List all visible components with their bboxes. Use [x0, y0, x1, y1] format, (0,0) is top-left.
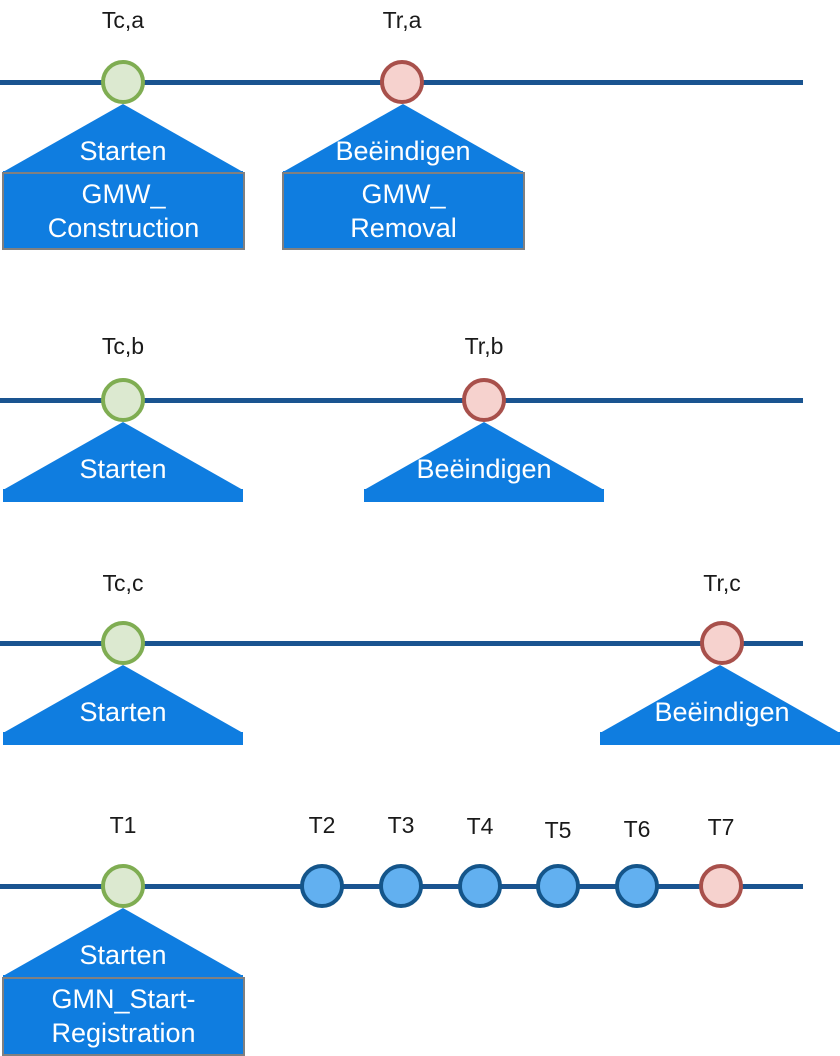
- pennant-body-starten-b: [3, 489, 243, 502]
- pennant-roof-beeindigen-a: [283, 104, 523, 172]
- tick-label-tr-a: Tr,a: [382, 7, 422, 33]
- start-marker-tc-b[interactable]: [101, 378, 145, 422]
- pennant-roof-beeindigen-b: [364, 422, 604, 490]
- mid-marker-t2[interactable]: [300, 864, 344, 908]
- object-box-gmw-construction[interactable]: GMW_ Construction: [2, 172, 245, 250]
- tick-label-t3: T3: [387, 812, 415, 838]
- end-marker-tr-c[interactable]: [700, 621, 744, 665]
- pennant-label-starten-a: Starten: [79, 136, 167, 166]
- tick-label-t4: T4: [466, 813, 494, 839]
- pennant-label-starten-d: Starten: [79, 940, 167, 970]
- end-marker-t7[interactable]: [699, 864, 743, 908]
- start-marker-tc-a[interactable]: [101, 60, 145, 104]
- tick-label-t1: T1: [109, 812, 137, 838]
- pennant-roof-starten-b: [3, 422, 243, 490]
- pennant-roof-starten-a: [3, 104, 243, 172]
- axis-line-c: [0, 641, 803, 646]
- object-box-line1: GMN_Start-: [51, 984, 196, 1014]
- pennant-roof-starten-c: [3, 665, 243, 733]
- end-marker-tr-b[interactable]: [462, 378, 506, 422]
- tick-label-t6: T6: [623, 816, 651, 842]
- timeline-row-c: Tc,c Tr,c Starten Beëindigen: [0, 555, 840, 780]
- mid-marker-t4[interactable]: [458, 864, 502, 908]
- pennant-label-starten-c: Starten: [79, 697, 167, 727]
- tick-label-t2: T2: [308, 812, 336, 838]
- tick-label-tc-b: Tc,b: [101, 333, 145, 359]
- object-box-gmw-removal[interactable]: GMW_ Removal: [282, 172, 525, 250]
- pennant-body-beeindigen-c: [600, 732, 840, 745]
- object-box-line2: Construction: [47, 213, 200, 243]
- start-marker-t1[interactable]: [101, 864, 145, 908]
- tick-label-tr-b: Tr,b: [464, 333, 504, 359]
- object-box-line1: GMW_: [81, 179, 166, 209]
- mid-marker-t3[interactable]: [379, 864, 423, 908]
- pennant-label-beeindigen-c: Beëindigen: [654, 697, 790, 727]
- pennant-roof-beeindigen-c: [600, 665, 840, 733]
- start-marker-tc-c[interactable]: [101, 621, 145, 665]
- object-box-gmn-start-registration[interactable]: GMN_Start- Registration: [2, 977, 245, 1056]
- pennant-label-starten-b: Starten: [79, 454, 167, 484]
- tick-label-t5: T5: [544, 817, 572, 843]
- object-box-line2: Registration: [51, 1018, 196, 1048]
- end-marker-tr-a[interactable]: [380, 60, 424, 104]
- pennant-label-beeindigen-b: Beëindigen: [416, 454, 552, 484]
- timeline-row-a: Tc,a Tr,a Starten GMW_ Construction Beëi…: [0, 0, 840, 270]
- mid-marker-t6[interactable]: [615, 864, 659, 908]
- axis-line-b: [0, 398, 803, 403]
- mid-marker-t5[interactable]: [536, 864, 580, 908]
- object-box-line2: Removal: [350, 213, 457, 243]
- pennant-body-starten-c: [3, 732, 243, 745]
- pennant-label-beeindigen-a: Beëindigen: [335, 136, 471, 166]
- tick-label-tr-c: Tr,c: [703, 570, 741, 596]
- tick-label-tc-c: Tc,c: [102, 570, 144, 596]
- tick-label-tc-a: Tc,a: [101, 7, 145, 33]
- pennant-body-beeindigen-b: [364, 489, 604, 502]
- timeline-row-d: T1 T2 T3 T4 T5 T6 T7 Starten GMN_Start- …: [0, 800, 840, 1056]
- tick-label-t7: T7: [707, 814, 735, 840]
- object-box-line1: GMW_: [361, 179, 446, 209]
- timeline-row-b: Tc,b Tr,b Starten Beëindigen: [0, 320, 840, 540]
- pennant-roof-starten-d: [3, 908, 243, 976]
